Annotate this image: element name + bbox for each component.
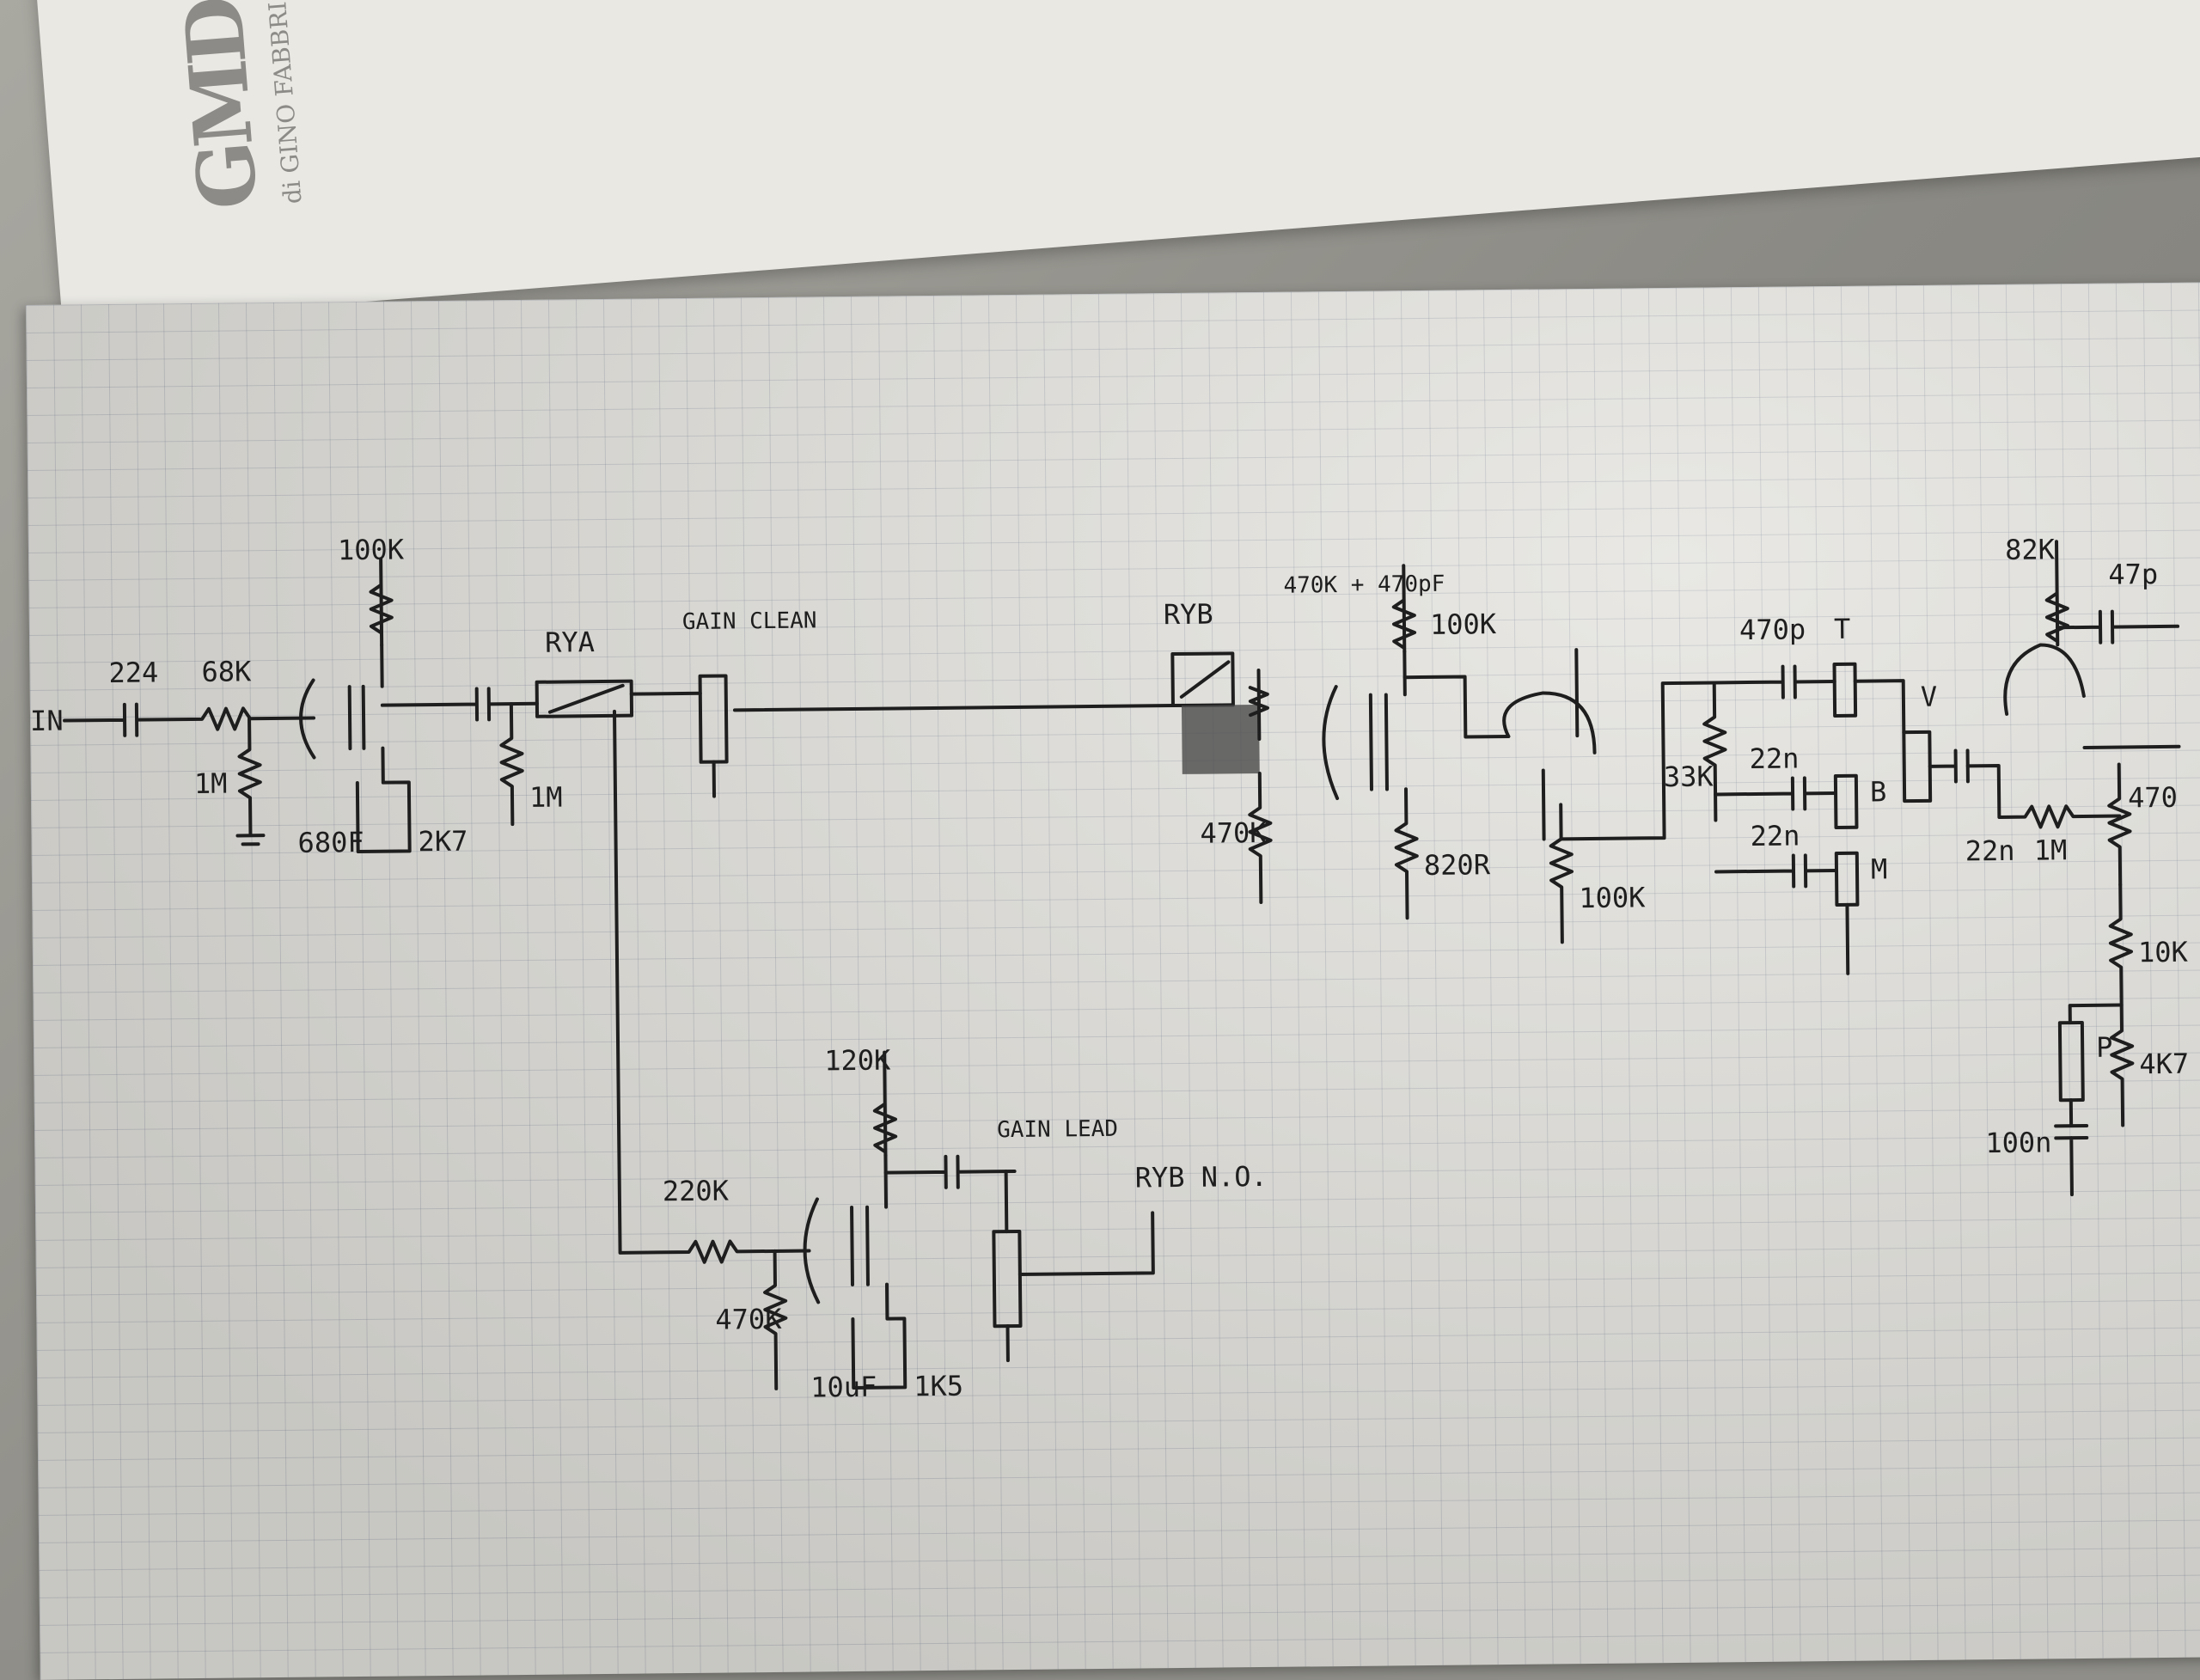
r-cath3-label: 100K — [1579, 881, 1646, 914]
schematic-sheet: IN 224 68K 1M 680F 2K7 100K 1M RYA GAIN … — [26, 282, 2200, 1680]
pot-v-label: V — [1921, 681, 1938, 713]
pot-b-label: B — [1870, 775, 1887, 808]
pot-m-label: M — [1871, 852, 1888, 885]
r-cath2-label: 820R — [1424, 848, 1491, 882]
r-lead-in-label: 220K — [663, 1174, 730, 1207]
ryb-no-label: RYB N.O. — [1135, 1160, 1268, 1194]
company-logo: GMD di GINO FABBRI & C. — [167, 0, 406, 213]
pot-p-label: P — [2096, 1031, 2113, 1064]
ryb-hatched-block — [1181, 704, 1260, 774]
rya-label: RYA — [545, 626, 595, 659]
gain-clean-label: GAIN CLEAN — [682, 608, 817, 635]
c-47p-label: 47p — [2108, 558, 2158, 591]
input-label: IN — [30, 705, 64, 737]
r-ryb-gnd-label: 470K — [1200, 816, 1267, 850]
c-cath1-label: 680F — [297, 826, 364, 859]
r-grid2-label: 1M — [529, 780, 563, 813]
r-plate1-label: 100K — [338, 533, 405, 566]
c-100n-label: 100n — [1985, 1126, 2051, 1159]
tube-preamp-schematic: IN 224 68K 1M 680F 2K7 100K 1M RYA GAIN … — [30, 533, 2190, 1404]
c-mid-label: 22n — [1750, 819, 1800, 852]
r-cath-lead-label: 1K5 — [914, 1370, 963, 1403]
rc-ryb-label: 470K + 470pF — [1283, 571, 1445, 599]
pot-t-label: T — [1834, 613, 1851, 645]
r-plate-lead-label: 120K — [824, 1044, 891, 1078]
r-470-label: 470 — [2128, 781, 2178, 815]
r-gnd1-label: 1M — [194, 767, 228, 800]
logo-mark: GMD — [167, 0, 276, 213]
r-4k7-label: 4K7 — [2139, 1048, 2189, 1081]
r-lead-gnd-label: 470K — [715, 1303, 782, 1336]
c-bass-label: 22n — [1749, 742, 1799, 775]
c-treble-label: 470p — [1739, 613, 1806, 646]
ryb-label: RYB — [1164, 598, 1213, 632]
r-tone-label: 33K — [1664, 760, 1714, 793]
r-1m-label: 1M — [2034, 834, 2068, 866]
r-in-label: 68K — [201, 655, 252, 688]
c-cath-lead-label: 10uF — [810, 1371, 877, 1404]
gain-lead-label: GAIN LEAD — [997, 1116, 1118, 1143]
c-4-label: 22n — [1965, 834, 2015, 868]
r-plate2-label: 100K — [1430, 608, 1497, 641]
c-in-label: 224 — [108, 656, 158, 689]
r-82k-label: 82K — [2005, 533, 2056, 566]
r-10k-label: 10K — [2138, 936, 2189, 969]
r-cath1-label: 2K7 — [418, 825, 468, 858]
